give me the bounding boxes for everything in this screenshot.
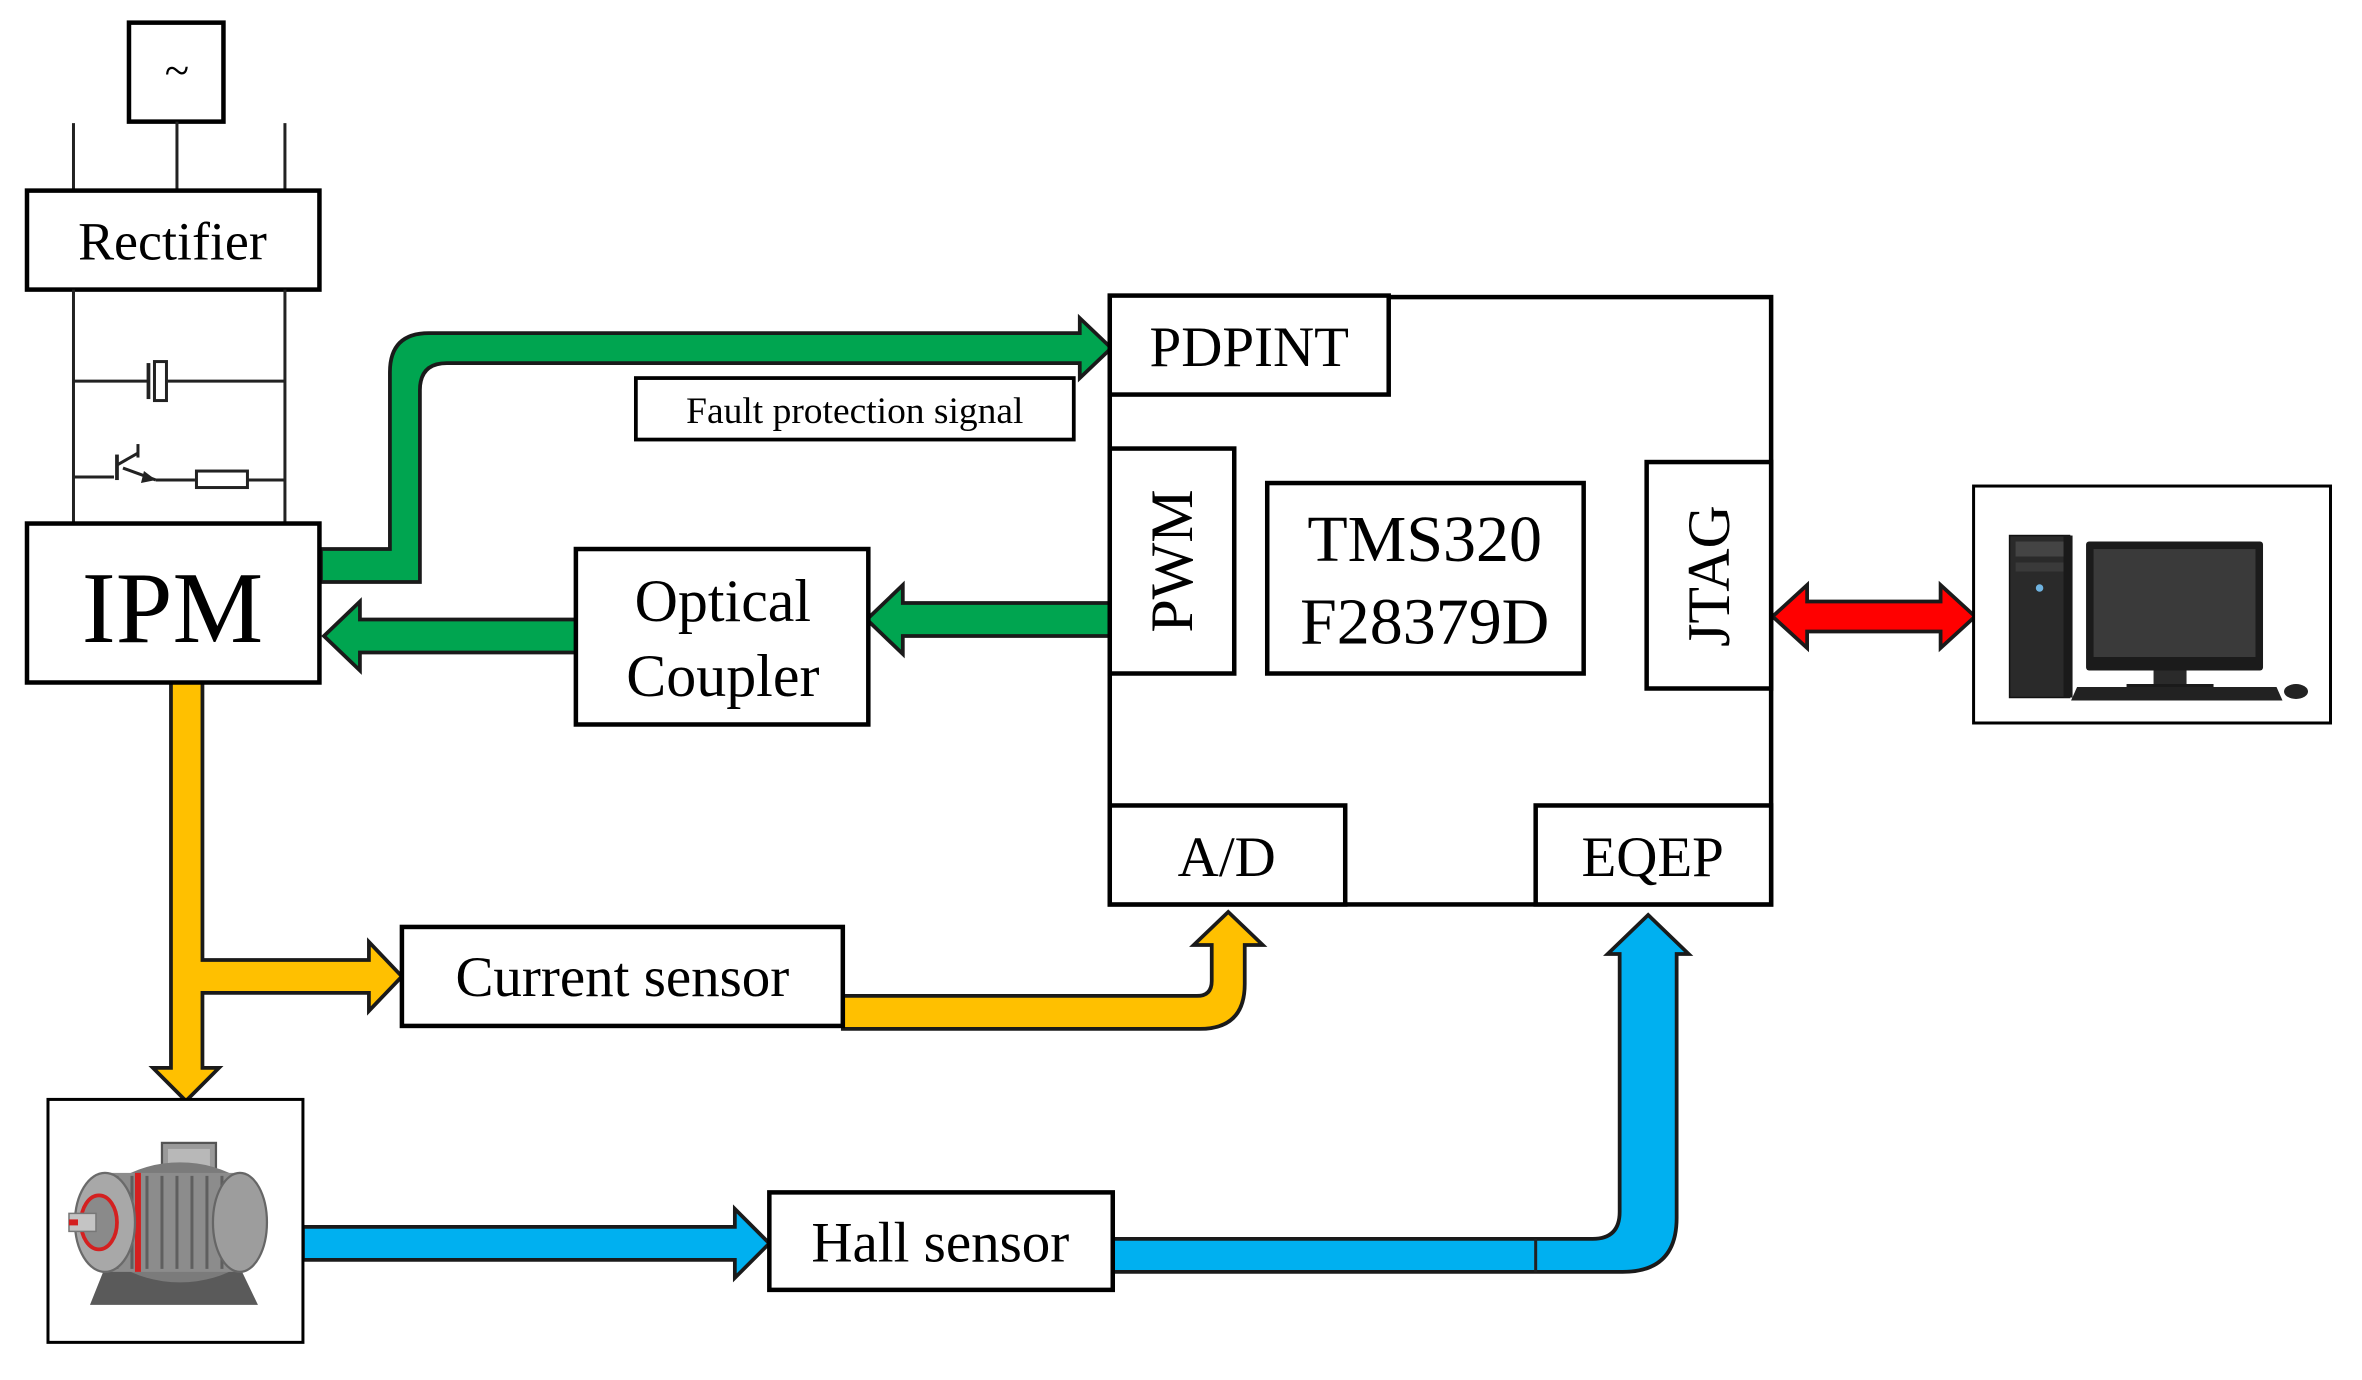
motor-to-hall-arrow [301, 1204, 772, 1283]
brake-chopper-icon [73, 444, 285, 490]
pwm-box [1107, 446, 1237, 676]
jtag-port: JTAG [1644, 459, 1774, 691]
ipm-to-motor-arrow [148, 680, 405, 1104]
optical-coupler-box [573, 546, 871, 727]
pwm-to-coupler-arrow-shape [864, 580, 1112, 659]
pwm-to-coupler-arrow [864, 580, 1112, 659]
coupler-to-ipm-arrow-shape [321, 597, 578, 675]
rectifier-label: Rectifier [78, 212, 267, 272]
pwm-label: PWM [1139, 489, 1205, 632]
fault-signal-arrow [319, 313, 1114, 584]
ipm-output-arrow-shape [148, 680, 405, 1104]
current-to-ad-arrow [840, 909, 1268, 1031]
pdpint-port: PDPINT [1107, 293, 1391, 397]
hall-sensor: Hall sensor [767, 1190, 1116, 1293]
dc-link-circuit [71, 289, 287, 524]
fault-signal-label: Fault protection signal [633, 376, 1076, 442]
optical-coupler-label-line1: Optical [635, 568, 812, 634]
dsp-label-line2: F28379D [1300, 586, 1549, 659]
jtag-label: JTAG [1676, 505, 1742, 647]
fault-signal-box [633, 376, 1076, 442]
current-sensor-box [399, 924, 846, 1029]
eqep-box [1533, 803, 1774, 907]
desktop-computer-icon [1972, 484, 2333, 725]
hall-to-eqep-arrow-shape [1110, 912, 1694, 1274]
optical-coupler-label-line2: Coupler [626, 643, 819, 709]
hall-sensor-box [767, 1190, 1116, 1293]
current-to-ad-arrow-shape [840, 909, 1268, 1031]
fault-signal-text: Fault protection signal [686, 391, 1023, 432]
ad-port: A/D [1107, 803, 1348, 907]
ipm: IPM [24, 521, 322, 685]
pdpint-box [1107, 293, 1391, 397]
dsp-chip: TMS320 F28379D [1264, 480, 1586, 676]
ipm-box [24, 521, 322, 685]
hall-to-eqep-arrow [1110, 912, 1694, 1274]
coupler-to-ipm-arrow [321, 597, 578, 675]
fault-signal-arrow-shape [319, 313, 1114, 584]
capacitor-icon [73, 360, 285, 403]
eqep-port: EQEP [1533, 803, 1774, 907]
jtag-computer-arrow-shape [1769, 580, 1978, 653]
dsp-label-line1: TMS320 [1307, 503, 1542, 576]
current-sensor-label: Current sensor [455, 946, 789, 1009]
rectifier: Rectifier [24, 188, 322, 292]
current-sensor: Current sensor [399, 924, 846, 1029]
ad-label: A/D [1178, 826, 1276, 889]
ipm-label: IPM [82, 552, 263, 665]
pwm-port: PWM [1107, 446, 1237, 676]
jtag-computer-arrow [1769, 580, 1978, 653]
eqep-label: EQEP [1581, 826, 1723, 889]
pdpint-label: PDPINT [1150, 316, 1349, 379]
dsp-chip-box [1264, 480, 1586, 676]
optical-coupler: Optical Coupler [573, 546, 871, 727]
hall-sensor-label: Hall sensor [811, 1211, 1069, 1274]
ad-box [1107, 803, 1348, 907]
rectifier-box [24, 188, 322, 292]
dsp-controller: PDPINT PWM TMS320 F28379D JTAG A/D EQEP [1107, 293, 1774, 907]
ac-source: ~ [126, 20, 226, 124]
motor-to-hall-arrow-shape [301, 1204, 772, 1283]
electric-motor-icon [46, 1097, 305, 1344]
ac-wires [71, 121, 287, 191]
resistor-icon [194, 469, 249, 490]
jtag-box [1644, 459, 1774, 691]
ac-source-symbol: ~ [165, 46, 189, 96]
